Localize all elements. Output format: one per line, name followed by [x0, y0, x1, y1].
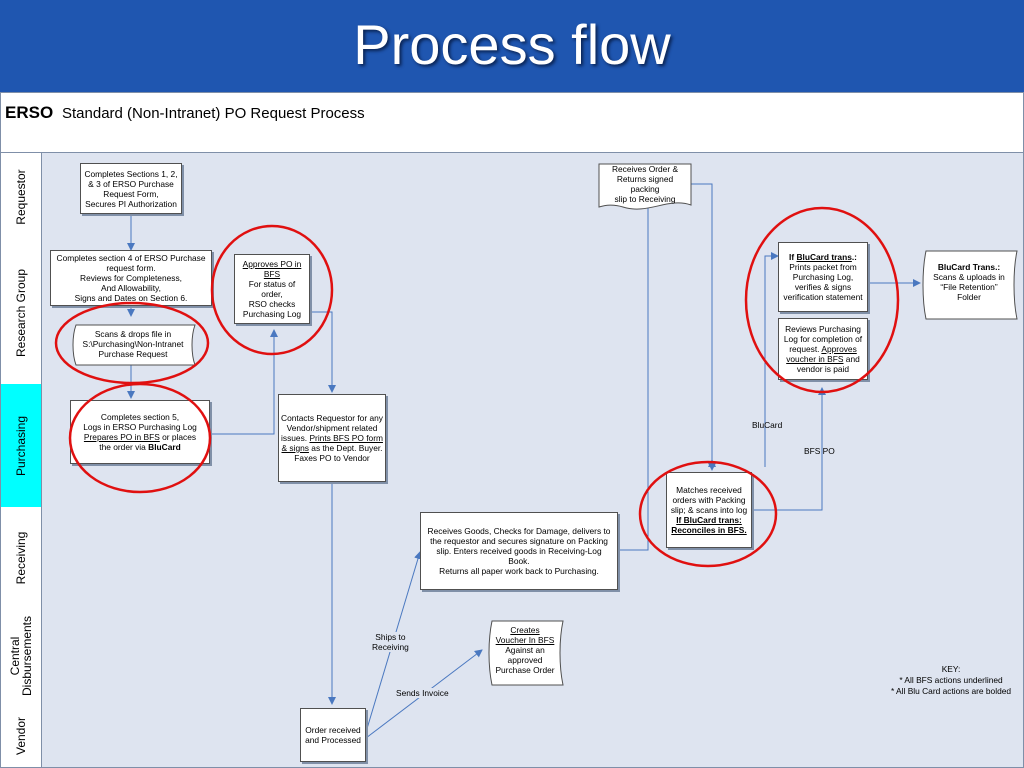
lane-label: Vendor: [1, 704, 42, 767]
lane-vendor: Vendor: [0, 704, 1024, 768]
legend-key: KEY:* All BFS actions underlined* All Bl…: [890, 664, 1012, 696]
lane-label: Central Disbursements: [1, 608, 42, 704]
lane-label: Research Group: [1, 241, 42, 384]
bfs-po-arrow-label: BFS PO: [804, 446, 835, 456]
lane-label: Requestor: [1, 153, 42, 241]
lane-label: Purchasing: [1, 384, 42, 507]
lane-label: Receiving: [1, 507, 42, 608]
diagram-header: ERSO Standard (Non-Intranet) PO Request …: [0, 92, 1024, 134]
header-spacer: [0, 132, 1024, 153]
blucard-arrow-label: BluCard: [752, 420, 783, 430]
header-bold: ERSO: [5, 103, 54, 122]
receiving-receive-goods-box: Receives Goods, Checks for Damage, deliv…: [420, 512, 618, 590]
research-blucard-file-doc: BluCard Trans.:Scans & uploads in“File R…: [920, 250, 1018, 320]
header-title: Standard (Non-Intranet) PO Request Proce…: [62, 105, 365, 122]
purchasing-complete-section5-box: Completes section 5,Logs in ERSO Purchas…: [70, 400, 210, 464]
requestor-complete-sections-box: Completes Sections 1, 2,& 3 of ERSO Purc…: [80, 163, 182, 214]
slide-title: Process flow: [353, 12, 671, 76]
sends-invoice-label: Sends Invoice: [396, 688, 449, 698]
process-diagram: ERSO Standard (Non-Intranet) PO Request …: [0, 92, 1024, 768]
research-approve-po-box: Approves PO in BFS For status of order,R…: [234, 254, 310, 324]
